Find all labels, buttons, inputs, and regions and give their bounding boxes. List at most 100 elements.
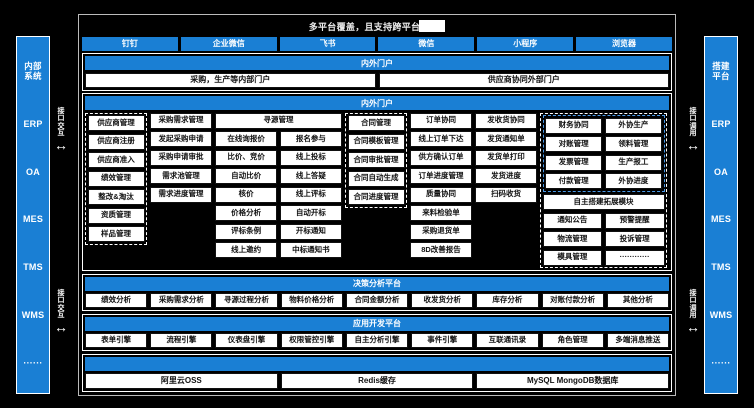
tab-miniprogram[interactable]: 小程序 bbox=[477, 36, 574, 51]
module-item[interactable]: 采购申请审批 bbox=[150, 149, 212, 166]
decision-item-inventory[interactable]: 库存分析 bbox=[476, 293, 539, 308]
module-item[interactable]: 领料管理 bbox=[604, 136, 662, 152]
module-item[interactable]: 报名参与 bbox=[279, 131, 342, 147]
module-item[interactable]: 整改&淘汰 bbox=[87, 189, 145, 205]
appdev-item-event-engine[interactable]: 事件引擎 bbox=[411, 333, 474, 348]
decision-item-sourcing[interactable]: 寻源过程分析 bbox=[215, 293, 278, 308]
module-item[interactable]: 线上评标 bbox=[279, 186, 342, 203]
module-item[interactable]: 扫码收货 bbox=[475, 186, 537, 203]
module-item[interactable]: 合同审批管理 bbox=[347, 152, 405, 168]
infra-item-database[interactable]: MySQL MongoDB数据库 bbox=[476, 373, 670, 389]
module-item[interactable]: 投诉管理 bbox=[604, 231, 665, 247]
infra-item-redis[interactable]: Redis缓存 bbox=[280, 373, 474, 389]
module-item[interactable]: 中标通知书 bbox=[279, 242, 342, 258]
module-header-finance[interactable]: 财务协同 bbox=[545, 117, 603, 134]
module-item[interactable]: 在线询报价 bbox=[215, 131, 278, 147]
module-item[interactable]: 价格分析 bbox=[215, 205, 278, 221]
module-item[interactable]: 比价、竞价 bbox=[215, 149, 278, 166]
appdev-item-role-management[interactable]: 角色管理 bbox=[541, 333, 604, 348]
module-item[interactable]: 发货单打印 bbox=[475, 149, 537, 166]
module-item[interactable]: 对账管理 bbox=[545, 136, 603, 152]
tab-feishu[interactable]: 飞书 bbox=[279, 36, 376, 51]
module-item[interactable]: 资质管理 bbox=[87, 207, 145, 224]
decision-item-payment[interactable]: 对账付款分析 bbox=[541, 293, 604, 308]
module-item: ············ bbox=[604, 249, 665, 266]
appdev-item-form-engine[interactable]: 表单引擎 bbox=[85, 333, 148, 348]
module-item[interactable]: 合同自动生成 bbox=[347, 170, 405, 187]
module-header-supplier[interactable]: 供应商管理 bbox=[87, 115, 145, 131]
infra-item-oss[interactable]: 阿里云OSS bbox=[85, 373, 278, 389]
appdev-item-dashboard-engine[interactable]: 仪表盘引擎 bbox=[215, 333, 278, 348]
tab-wecom[interactable]: 企业微信 bbox=[180, 36, 277, 51]
module-item[interactable]: 生产报工 bbox=[604, 154, 662, 171]
module-item[interactable]: 发货进度 bbox=[475, 168, 537, 184]
module-item[interactable]: 发票管理 bbox=[545, 154, 603, 171]
module-item[interactable]: 线上投标 bbox=[279, 149, 342, 166]
module-item[interactable]: 付款管理 bbox=[545, 173, 603, 189]
module-item[interactable]: 质量协同 bbox=[410, 186, 472, 203]
left-rail-item-mes[interactable]: MES bbox=[22, 214, 44, 225]
module-item[interactable]: 线上订单下达 bbox=[410, 131, 472, 147]
module-item[interactable]: 需求池管理 bbox=[150, 168, 212, 184]
decision-item-contract-amount[interactable]: 合同金额分析 bbox=[345, 293, 409, 308]
appdev-item-contacts[interactable]: 互联通讯录 bbox=[476, 333, 539, 348]
module-item[interactable]: 通知公告 bbox=[542, 212, 603, 229]
left-rail-item-erp[interactable]: ERP bbox=[23, 118, 43, 129]
module-item[interactable]: 订单进度管理 bbox=[410, 168, 472, 184]
right-rail-item-tms[interactable]: TMS bbox=[711, 262, 731, 273]
tab-browser[interactable]: 浏览器 bbox=[576, 36, 672, 51]
module-item[interactable]: 8D改善报告 bbox=[410, 242, 472, 258]
module-item[interactable]: 自动比价 bbox=[215, 168, 278, 184]
module-item[interactable]: 合同进度管理 bbox=[347, 189, 405, 205]
module-item[interactable]: 来料检验单 bbox=[410, 205, 472, 221]
module-header-purchase-demand[interactable]: 采购需求管理 bbox=[150, 112, 212, 129]
module-item[interactable]: 合同模板管理 bbox=[347, 133, 405, 150]
module-item[interactable]: 供应商准入 bbox=[87, 152, 145, 168]
module-item[interactable]: 线上答疑 bbox=[279, 168, 342, 184]
module-item[interactable]: 供方确认订单 bbox=[410, 149, 472, 166]
module-item[interactable]: 线上邀约 bbox=[215, 242, 278, 258]
module-item[interactable]: 发起采购申请 bbox=[150, 131, 212, 147]
module-item[interactable]: 需求进度管理 bbox=[150, 186, 212, 203]
module-item[interactable]: 模具管理 bbox=[542, 249, 603, 266]
decision-item-material-price[interactable]: 物料价格分析 bbox=[280, 293, 343, 308]
tab-wechat[interactable]: 微信 bbox=[378, 36, 475, 51]
decision-item-other[interactable]: 其他分析 bbox=[606, 293, 669, 308]
module-item[interactable]: 物流管理 bbox=[542, 231, 603, 247]
module-header-outsourcing[interactable]: 外协生产 bbox=[604, 117, 662, 134]
module-item[interactable]: 预警提醒 bbox=[604, 212, 665, 229]
right-rail-item-oa[interactable]: OA bbox=[714, 166, 728, 177]
appdev-item-process-engine[interactable]: 流程引擎 bbox=[150, 333, 213, 348]
module-item[interactable]: 采购退货单 bbox=[410, 223, 472, 240]
module-item[interactable]: 绩效管理 bbox=[87, 170, 145, 187]
left-rail-item-wms[interactable]: WMS bbox=[21, 310, 45, 321]
module-header-contract[interactable]: 合同管理 bbox=[347, 115, 405, 131]
module-item[interactable]: 评标条例 bbox=[215, 223, 278, 240]
module-header-order[interactable]: 订单协同 bbox=[410, 112, 472, 129]
decision-item-performance[interactable]: 绩效分析 bbox=[85, 293, 148, 308]
right-rail-item-erp[interactable]: ERP bbox=[711, 118, 731, 129]
decision-item-demand[interactable]: 采购需求分析 bbox=[150, 293, 213, 308]
right-rail-item-mes[interactable]: MES bbox=[710, 214, 732, 225]
tab-dingtalk[interactable]: 钉钉 bbox=[82, 36, 178, 51]
appdev-item-permission-engine[interactable]: 权限管控引擎 bbox=[280, 333, 343, 348]
appdev-item-analysis-engine[interactable]: 自主分析引擎 bbox=[345, 333, 409, 348]
module-item[interactable]: 自动开标 bbox=[279, 205, 342, 221]
left-rail-item-tms[interactable]: TMS bbox=[23, 262, 43, 273]
module-header-delivery[interactable]: 发收货协同 bbox=[475, 112, 537, 129]
appdev-item-push[interactable]: 多端消息推送 bbox=[606, 333, 669, 348]
module-item[interactable]: 发货通知单 bbox=[475, 131, 537, 147]
decision-item-delivery[interactable]: 收发货分析 bbox=[411, 293, 474, 308]
portal-external[interactable]: 供应商协同外部门户 bbox=[378, 72, 669, 88]
module-item[interactable]: 样品管理 bbox=[87, 226, 145, 242]
module-item[interactable]: 外协进度 bbox=[604, 173, 662, 189]
right-rail-item-wms[interactable]: WMS bbox=[709, 310, 733, 321]
left-rail-item-oa[interactable]: OA bbox=[26, 166, 40, 177]
module-item[interactable]: 核价 bbox=[215, 186, 278, 203]
module-header-expansion[interactable]: 自主搭建拓展模块 bbox=[542, 194, 665, 210]
module-header-sourcing[interactable]: 寻源管理 bbox=[215, 112, 342, 129]
portal-internal[interactable]: 采购，生产等内部门户 bbox=[85, 72, 376, 88]
module-item[interactable]: 供应商注册 bbox=[87, 133, 145, 150]
module-item[interactable]: 开标通知 bbox=[279, 223, 342, 240]
module-pair-row: 线上邀约 中标通知书 bbox=[215, 242, 342, 258]
